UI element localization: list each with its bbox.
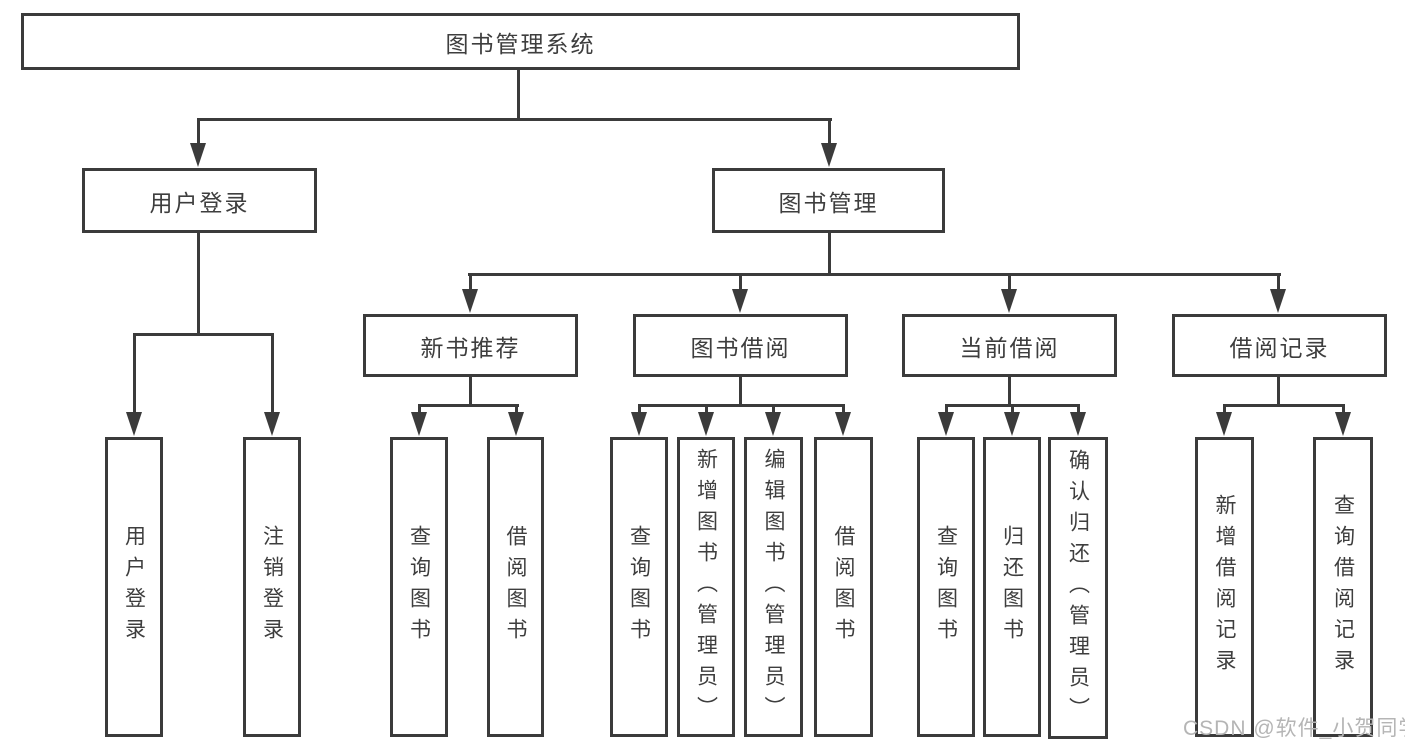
node-bb-borrow-books: 借阅图书 [814,437,873,737]
node-label: 图书管理 [778,189,879,216]
node-cb-return-books: 归还图书 [983,437,1041,737]
node-label: 归还图书 [1000,525,1024,649]
node-book-management: 图书管理 [712,168,945,233]
connector-stem-br-add [1223,404,1226,414]
connector-book-borrow-horizontal [638,404,845,407]
connector-stem-bb-query [638,404,641,414]
node-label: 确认归还（管理员） [1066,448,1090,728]
arrow-to-book-management [821,143,837,167]
connector-l3-horizontal [468,273,1281,276]
node-label: 注销登录 [260,525,284,649]
node-label: 查询图书 [627,525,651,649]
arrow-to-book-borrow [732,289,748,313]
node-library-system: 图书管理系统 [21,13,1020,70]
node-label: 新增借阅记录 [1213,494,1237,680]
node-label: 用户登录 [149,189,250,216]
node-label: 查询图书 [407,525,431,649]
connector-stem-bb-edit [772,404,775,414]
connector-user-login-stem [197,232,200,336]
arrow-to-cb-confirm [1070,412,1086,436]
connector-borrow-records-stem [1277,376,1280,407]
connector-book-management-stem [828,232,831,276]
connector-l1-horizontal [197,118,832,121]
connector-stem-book-management [828,118,831,146]
node-cb-query-books: 查询图书 [917,437,975,737]
node-bb-add-book-admin: 新增图书（管理员） [677,437,735,737]
node-bb-edit-book-admin: 编辑图书（管理员） [744,437,803,737]
connector-book-borrow-stem [739,376,742,407]
node-nbr-borrow-books: 借阅图书 [487,437,544,737]
connector-borrow-records-horizontal [1223,404,1345,407]
node-br-query-record: 查询借阅记录 [1313,437,1373,737]
connector-stem-cb-return [1011,404,1014,414]
connector-stem-cb-confirm [1077,404,1080,414]
connector-root-stem [517,69,520,119]
connector-stem-current-borrow [1008,273,1011,291]
connector-stem-nbr-borrow [515,404,518,414]
node-label: 用户登录 [122,525,146,649]
connector-stem-cb-query [945,404,948,414]
arrow-to-nbr-query [411,412,427,436]
node-cb-confirm-return-admin: 确认归还（管理员） [1048,437,1108,739]
node-label: 借阅图书 [832,525,856,649]
connector-stem-logout [271,333,274,414]
node-book-borrow: 图书借阅 [633,314,848,377]
node-br-add-record: 新增借阅记录 [1195,437,1254,737]
connector-stem-bb-borrow [842,404,845,414]
arrow-to-bb-edit [765,412,781,436]
node-bb-query-books: 查询图书 [610,437,668,737]
connector-user-login-horizontal [133,333,274,336]
connector-current-borrow-stem [1008,376,1011,407]
node-label: 编辑图书（管理员） [762,447,786,727]
node-login: 用户登录 [105,437,163,737]
node-borrow-records: 借阅记录 [1172,314,1387,377]
node-label: 借阅记录 [1229,334,1330,361]
node-new-book-recommend: 新书推荐 [363,314,578,377]
arrow-to-borrow-records [1270,289,1286,313]
arrow-to-br-query [1335,412,1351,436]
connector-new-book-recommend-horizontal [418,404,519,407]
arrow-to-login [126,412,142,436]
arrow-to-current-borrow [1001,289,1017,313]
node-label: 当前借阅 [959,334,1060,361]
node-label: 新增图书（管理员） [694,447,718,727]
node-nbr-query-books: 查询图书 [390,437,448,737]
arrow-to-bb-add [698,412,714,436]
connector-stem-borrow-records [1277,273,1280,291]
connector-new-book-recommend-stem [469,376,472,407]
node-label: 图书借阅 [690,334,791,361]
node-logout: 注销登录 [243,437,301,737]
node-label: 查询图书 [934,525,958,649]
arrow-to-cb-query [938,412,954,436]
connector-stem-br-query [1342,404,1345,414]
connector-stem-login [133,333,136,414]
arrow-to-new-book-recommend [462,289,478,313]
node-user-login: 用户登录 [82,168,317,233]
connector-stem-user-login [197,118,200,146]
node-label: 图书管理系统 [445,30,596,57]
node-current-borrow: 当前借阅 [902,314,1117,377]
connector-stem-new-book-recommend [469,273,472,291]
arrow-to-user-login [190,143,206,167]
connector-stem-nbr-query [418,404,421,414]
arrow-to-bb-query [631,412,647,436]
arrow-to-cb-return [1004,412,1020,436]
connector-stem-bb-add [705,404,708,414]
node-label: 查询借阅记录 [1331,494,1355,680]
arrow-to-br-add [1216,412,1232,436]
node-label: 借阅图书 [504,525,528,649]
node-label: 新书推荐 [420,334,521,361]
csdn-watermark: CSDN @软件_小贺同学 [1183,717,1405,740]
arrow-to-logout [264,412,280,436]
connector-stem-book-borrow [739,273,742,291]
arrow-to-bb-borrow [835,412,851,436]
arrow-to-nbr-borrow [508,412,524,436]
